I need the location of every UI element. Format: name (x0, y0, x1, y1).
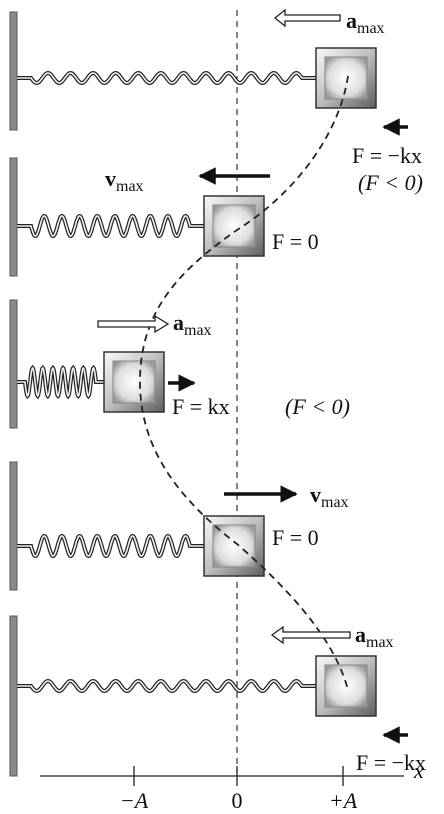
spring-3 (17, 366, 104, 398)
force-note-1: (F < 0) (358, 170, 423, 195)
force-label-5: F = −kx (356, 750, 426, 775)
spring-5 (17, 680, 316, 692)
blocks (103, 47, 377, 717)
tick-label-zero: 0 (232, 788, 243, 813)
hollow-arrow-5 (270, 625, 351, 645)
trajectory-curve (139, 75, 349, 691)
velocity-label-2: vmax (105, 166, 144, 195)
accel-label-5: amax (355, 622, 394, 651)
x-axis: x −A 0 +A (40, 758, 424, 813)
wall-4 (9, 461, 18, 591)
velocity-label-4: vmax (310, 482, 349, 511)
spring-1 (17, 72, 316, 84)
accel-label-3: amax (173, 310, 212, 339)
block-4 (203, 515, 265, 577)
block-2 (203, 195, 265, 257)
block-1 (315, 47, 377, 109)
wall-3 (9, 299, 18, 429)
hollow-arrow-3 (97, 314, 170, 334)
spring-2 (17, 215, 204, 237)
hollow-arrow-1 (273, 8, 341, 28)
spring-4 (17, 535, 204, 557)
accel-label-1: amax (346, 8, 385, 37)
wall-2 (9, 157, 18, 277)
walls (9, 11, 18, 777)
wall-5 (9, 615, 18, 777)
solid-arrows (168, 118, 408, 744)
tick-label-minus-a: −A (120, 788, 149, 813)
block-3 (103, 351, 165, 413)
wall-1 (9, 11, 18, 131)
springs (17, 70, 316, 694)
force-label-1: F = −kx (352, 143, 422, 168)
tick-label-plus-a: +A (329, 788, 358, 813)
force-label-2: F = 0 (272, 229, 319, 254)
force-label-3: F = kx (172, 394, 230, 419)
x-axis-variable: x (413, 758, 424, 783)
force-label-4: F = 0 (272, 525, 319, 550)
force-note-3: (F < 0) (285, 394, 350, 419)
